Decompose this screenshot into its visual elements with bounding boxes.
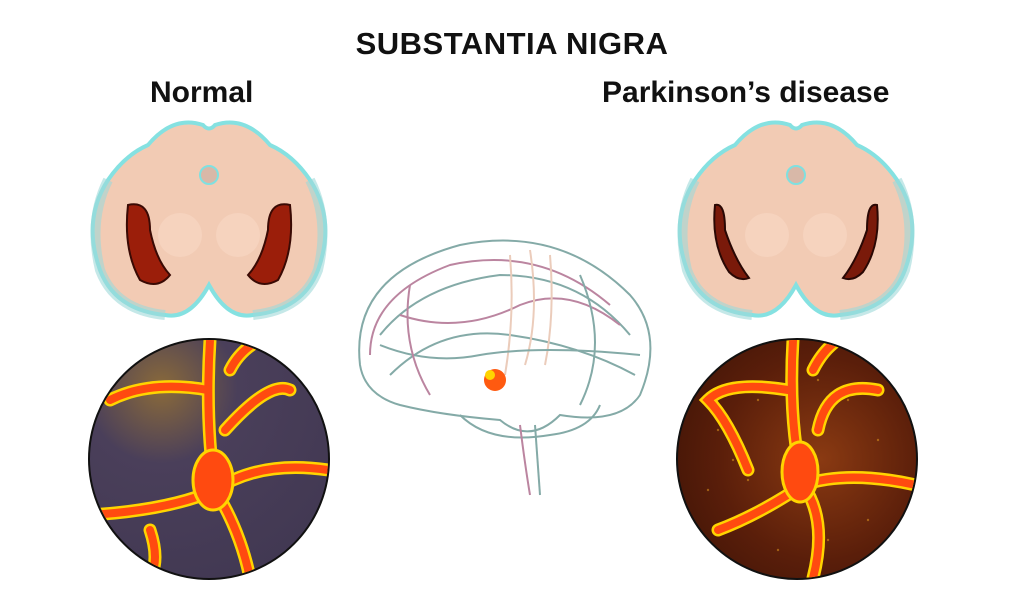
normal-midbrain-illustration [90, 120, 328, 320]
parkinsons-neuron-magnified [676, 338, 918, 580]
brain-illustration [358, 239, 652, 496]
figure-title: SUBSTANTIA NIGRA [355, 26, 669, 61]
healthy-neuron-icon [90, 340, 328, 578]
parkinsons-midbrain-illustration [677, 120, 915, 320]
normal-neuron-magnified [88, 338, 330, 580]
parkinsons-label: Parkinson’s disease [602, 76, 890, 109]
normal-label: Normal [150, 76, 254, 109]
degenerating-neuron-icon [698, 340, 916, 578]
